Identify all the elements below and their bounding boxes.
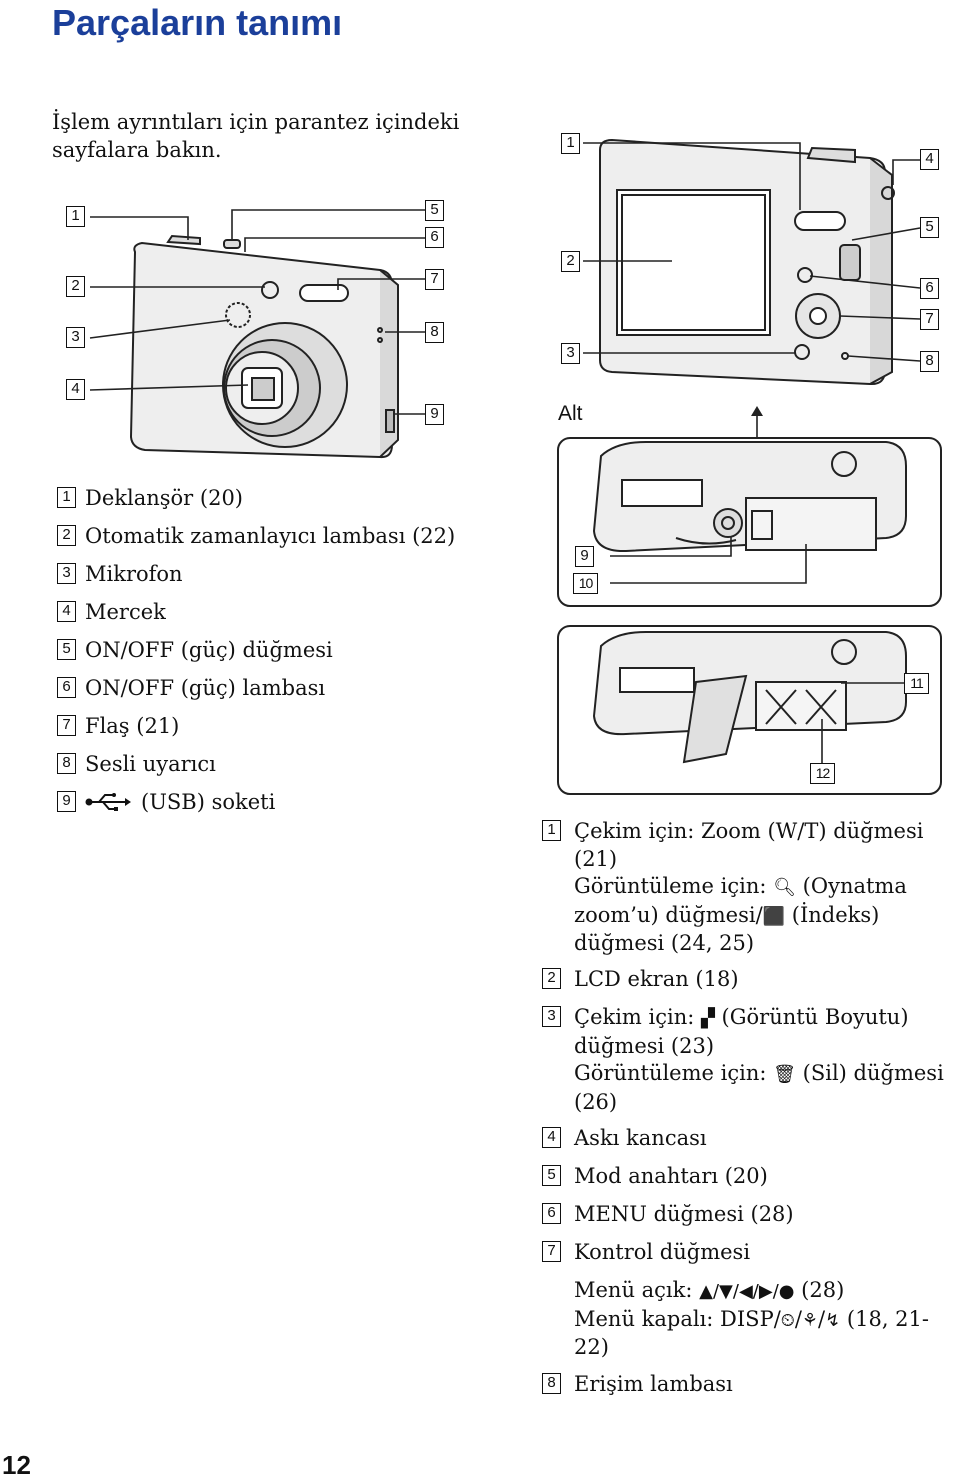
trash-icon: 🗑︎ xyxy=(773,1064,796,1085)
list-item: 3 Çekim için: ▞ (Görüntü Boyutu) düğmesi… xyxy=(542,1004,952,1116)
callout-front-5: 5 xyxy=(425,200,444,221)
callout-bottom-12: 12 xyxy=(810,763,835,784)
list-item: 4 Askı kancası xyxy=(542,1125,952,1153)
callout-front-9: 9 xyxy=(425,404,444,425)
callout-front-6: 6 xyxy=(425,227,444,248)
callout-front-8: 8 xyxy=(425,322,444,343)
bottom-view-illustration-2 xyxy=(557,625,942,795)
list-item: 1 Çekim için: Zoom (W/T) düğmesi (21)Gör… xyxy=(542,818,952,958)
callout-bottom-10: 10 xyxy=(573,573,598,594)
back-parts-list: 1 Çekim için: Zoom (W/T) düğmesi (21)Gör… xyxy=(542,818,952,1408)
image-size-icon: ▞ xyxy=(701,1008,715,1029)
index-grid-icon: ⬛ xyxy=(762,905,786,927)
callout-back-3: 3 xyxy=(561,343,580,364)
front-camera-illustration xyxy=(89,209,425,459)
arrow-keys-icon: ▲/▼/◀/▶/● xyxy=(699,1281,795,1302)
callout-front-1: 1 xyxy=(66,206,85,227)
list-item: 2 LCD ekran (18) xyxy=(542,966,952,994)
callout-back-1: 1 xyxy=(561,133,580,154)
macro-tulip-icon: ⚘ xyxy=(801,1309,819,1331)
self-timer-icon: ⏲ xyxy=(780,1309,795,1331)
bottom-view-illustration-1 xyxy=(557,437,942,607)
callout-back-7: 7 xyxy=(920,309,939,330)
page-title: Parçaların tanımı xyxy=(52,2,343,43)
page-number: 12 xyxy=(2,1450,31,1480)
callout-back-6: 6 xyxy=(920,278,939,299)
callout-front-4: 4 xyxy=(66,379,85,400)
list-item: 5 Mod anahtarı (20) xyxy=(542,1163,952,1191)
callout-front-3: 3 xyxy=(66,327,85,348)
list-item: 9 (USB) soketi xyxy=(57,790,275,816)
usb-icon xyxy=(85,792,131,816)
callout-bottom-9: 9 xyxy=(575,546,594,567)
magnifier-icon: 🔍︎ xyxy=(773,877,796,898)
callout-bottom-11: 11 xyxy=(904,673,929,694)
flash-icon: ↯ xyxy=(825,1309,841,1331)
bottom-view-label: Alt xyxy=(558,402,583,425)
list-item: 6 MENU düğmesi (28) xyxy=(542,1201,952,1229)
callout-front-7: 7 xyxy=(425,269,444,290)
callout-back-4: 4 xyxy=(920,149,939,170)
list-item: 8 Erişim lambası xyxy=(542,1371,952,1399)
back-camera-illustration xyxy=(583,138,921,438)
control-button-detail: Menü açık: ▲/▼/◀/▶/● (28)Menü kapalı: DI… xyxy=(574,1278,929,1359)
callout-front-2: 2 xyxy=(66,276,85,297)
list-item: 7 Kontrol düğmesi xyxy=(542,1239,952,1267)
callout-back-5: 5 xyxy=(920,217,939,238)
intro-text: İşlem ayrıntıları için parantez içindeki… xyxy=(52,110,460,162)
callout-back-2: 2 xyxy=(561,251,580,272)
callout-back-8: 8 xyxy=(920,351,939,372)
